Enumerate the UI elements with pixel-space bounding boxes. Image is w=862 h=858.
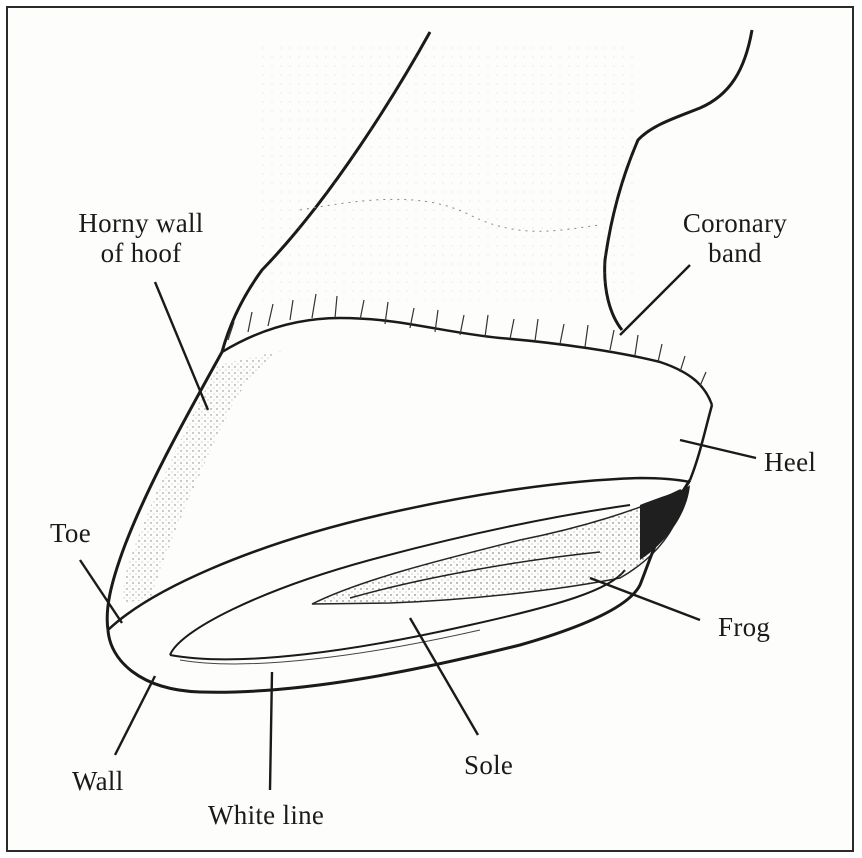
leader-heel bbox=[680, 440, 756, 458]
label-heel: Heel bbox=[764, 447, 816, 477]
coronary-band-fringe bbox=[222, 294, 712, 405]
pastern bbox=[222, 30, 752, 352]
label-horny-wall: Horny wall of hoof bbox=[46, 208, 236, 268]
label-coronary-band-line1: Coronary bbox=[660, 208, 810, 238]
label-coronary-band: Coronary band bbox=[660, 208, 810, 268]
label-wall: Wall bbox=[72, 766, 124, 796]
label-white-line: White line bbox=[208, 800, 324, 830]
label-sole: Sole bbox=[464, 750, 513, 780]
label-toe: Toe bbox=[50, 518, 91, 548]
label-frog: Frog bbox=[718, 612, 770, 642]
leader-wall bbox=[115, 676, 155, 755]
label-horny-wall-line2: of hoof bbox=[46, 238, 236, 268]
hoof-underside bbox=[108, 478, 690, 692]
label-coronary-band-line2: band bbox=[660, 238, 810, 268]
leader-sole bbox=[410, 618, 478, 735]
leader-horny-wall bbox=[155, 282, 208, 410]
label-horny-wall-line1: Horny wall bbox=[46, 208, 236, 238]
